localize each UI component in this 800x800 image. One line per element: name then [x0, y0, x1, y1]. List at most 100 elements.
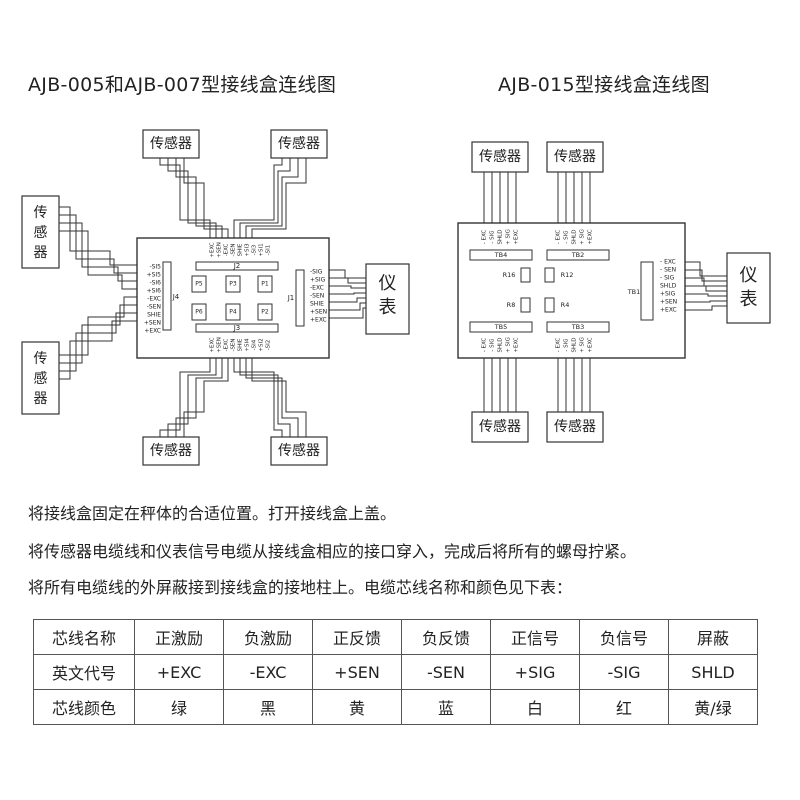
pin-label: - SIG — [564, 338, 570, 351]
meter-wire — [685, 293, 727, 297]
meter-wire — [329, 302, 366, 311]
pin-label: - SIG — [564, 230, 570, 243]
meter-wire — [329, 297, 366, 303]
potentiometer — [225, 275, 241, 293]
pin-label: + SIG — [580, 337, 586, 353]
pin-label: - SIG — [490, 338, 496, 351]
terminal-label: TB4 — [494, 251, 508, 259]
pin-label: - EXC — [482, 230, 488, 245]
pin-label: -SI5 — [149, 264, 161, 271]
pin-label: +SI6 — [147, 288, 162, 295]
meter-wire — [685, 277, 727, 287]
pin-label: - SEN — [660, 267, 676, 274]
resistor-label: R12 — [561, 271, 574, 279]
pin-label: +SEN — [217, 337, 223, 353]
meter-wire — [685, 261, 727, 277]
pin-label: +SI1 — [259, 243, 265, 256]
pin-label: -EXC — [147, 296, 161, 303]
pin-label: +EXC — [588, 229, 594, 244]
sensor-wire — [239, 158, 291, 238]
pin-label: +EXC — [588, 337, 594, 352]
sensor-label: 传感器 — [278, 442, 320, 459]
table-cell: -EXC — [223, 654, 313, 690]
pin-label: +EXC — [144, 328, 161, 335]
meter-label-char: 表 — [379, 297, 397, 318]
table-cell: 负反馈 — [401, 619, 491, 655]
table-cell: 屏蔽 — [668, 619, 758, 655]
sensor-box-top-right — [270, 129, 328, 159]
table-row: 芯线颜色绿黑黄蓝白红黄/绿 — [33, 689, 758, 725]
resistor-label: R4 — [561, 301, 570, 309]
pin-label: -SEN — [231, 338, 237, 351]
meter-wire — [329, 277, 366, 284]
table-cell: 黄 — [312, 689, 402, 725]
pin-label: + SIG — [506, 229, 512, 245]
connector-label: J1 — [287, 294, 295, 302]
table-cell: 正反馈 — [312, 619, 402, 655]
table-cell: 蓝 — [401, 689, 491, 725]
table-cell: SHLD — [668, 654, 758, 690]
table-row-label: 英文代号 — [33, 654, 135, 690]
pin-label: -SI1 — [266, 245, 272, 256]
potentiometer — [257, 275, 273, 293]
pin-label: +SEN — [144, 320, 161, 327]
pin-label: - EXC — [482, 338, 488, 353]
sensor-box-left-top — [21, 195, 60, 269]
sensor-box-bottom-right — [270, 436, 328, 466]
table-cell: 负激励 — [223, 619, 313, 655]
pin-label: SHLD — [572, 230, 578, 245]
sensor-wire — [167, 358, 217, 437]
meter-wire — [685, 285, 727, 292]
meter-wire — [685, 300, 727, 303]
sensor-label: 传感器 — [278, 135, 320, 152]
sensor-box-bottom-right — [546, 411, 604, 443]
sensor-wire — [183, 158, 229, 238]
terminal-tb1 — [640, 261, 654, 321]
connector-j3 — [195, 323, 279, 333]
sensor-label-char: 器 — [34, 391, 48, 407]
instruction-line-1: 将接线盒固定在秤体的合适位置。打开接线盒上盖。 — [28, 504, 397, 523]
pin-label: + SIG — [506, 337, 512, 353]
sensor-wire — [59, 222, 137, 282]
potentiometer — [191, 303, 207, 321]
sensor-wire — [59, 214, 137, 274]
pin-label: SHIE — [238, 338, 244, 351]
sensor-label: 传感器 — [554, 418, 596, 435]
pin-label: SHIE — [310, 301, 324, 308]
pin-label: +EXC — [660, 307, 677, 314]
pin-label: -EXC — [224, 244, 230, 257]
sensor-wire — [183, 358, 229, 437]
meter-label-char: 表 — [740, 289, 758, 310]
pin-label: SHIE — [147, 312, 161, 319]
sensor-label: 传感器 — [479, 148, 521, 165]
terminal-label: TB5 — [494, 323, 508, 331]
meter-label-char: 仪 — [740, 265, 758, 286]
pin-label: -SIG — [310, 269, 323, 276]
table-cell: +EXC — [134, 654, 224, 690]
instruction-line-2: 将传感器电缆线和仪表信号电缆从接线盒相应的接口穿入，完成后将所有的螺母拧紧。 — [28, 542, 637, 561]
pot-label: P6 — [195, 309, 203, 316]
pin-label: +EXC — [310, 317, 327, 324]
table-row: 芯线名称正激励负激励正反馈负反馈正信号负信号屏蔽 — [33, 619, 758, 655]
meter-wire — [685, 305, 727, 311]
pin-label: +SEN — [660, 299, 677, 306]
sensor-wire — [175, 158, 223, 238]
pin-label: -SI3 — [252, 244, 258, 255]
sensor-wire — [159, 358, 211, 437]
potentiometer — [225, 303, 241, 321]
sensor-label: 传感器 — [554, 148, 596, 165]
potentiometer — [191, 275, 207, 293]
sensor-wire — [245, 358, 299, 437]
sensor-box-top-left — [142, 129, 200, 159]
pin-label: SHLD — [572, 338, 578, 353]
sensor-wire — [233, 158, 283, 238]
table-row-label: 芯线颜色 — [33, 689, 135, 725]
sensor-label-char: 器 — [34, 245, 48, 261]
resistor-r8 — [520, 297, 531, 313]
pin-label: +SI4 — [245, 338, 251, 352]
pin-label: -SI4 — [252, 339, 258, 350]
sensor-box-top-right — [546, 141, 604, 173]
connector-j2 — [195, 261, 279, 271]
